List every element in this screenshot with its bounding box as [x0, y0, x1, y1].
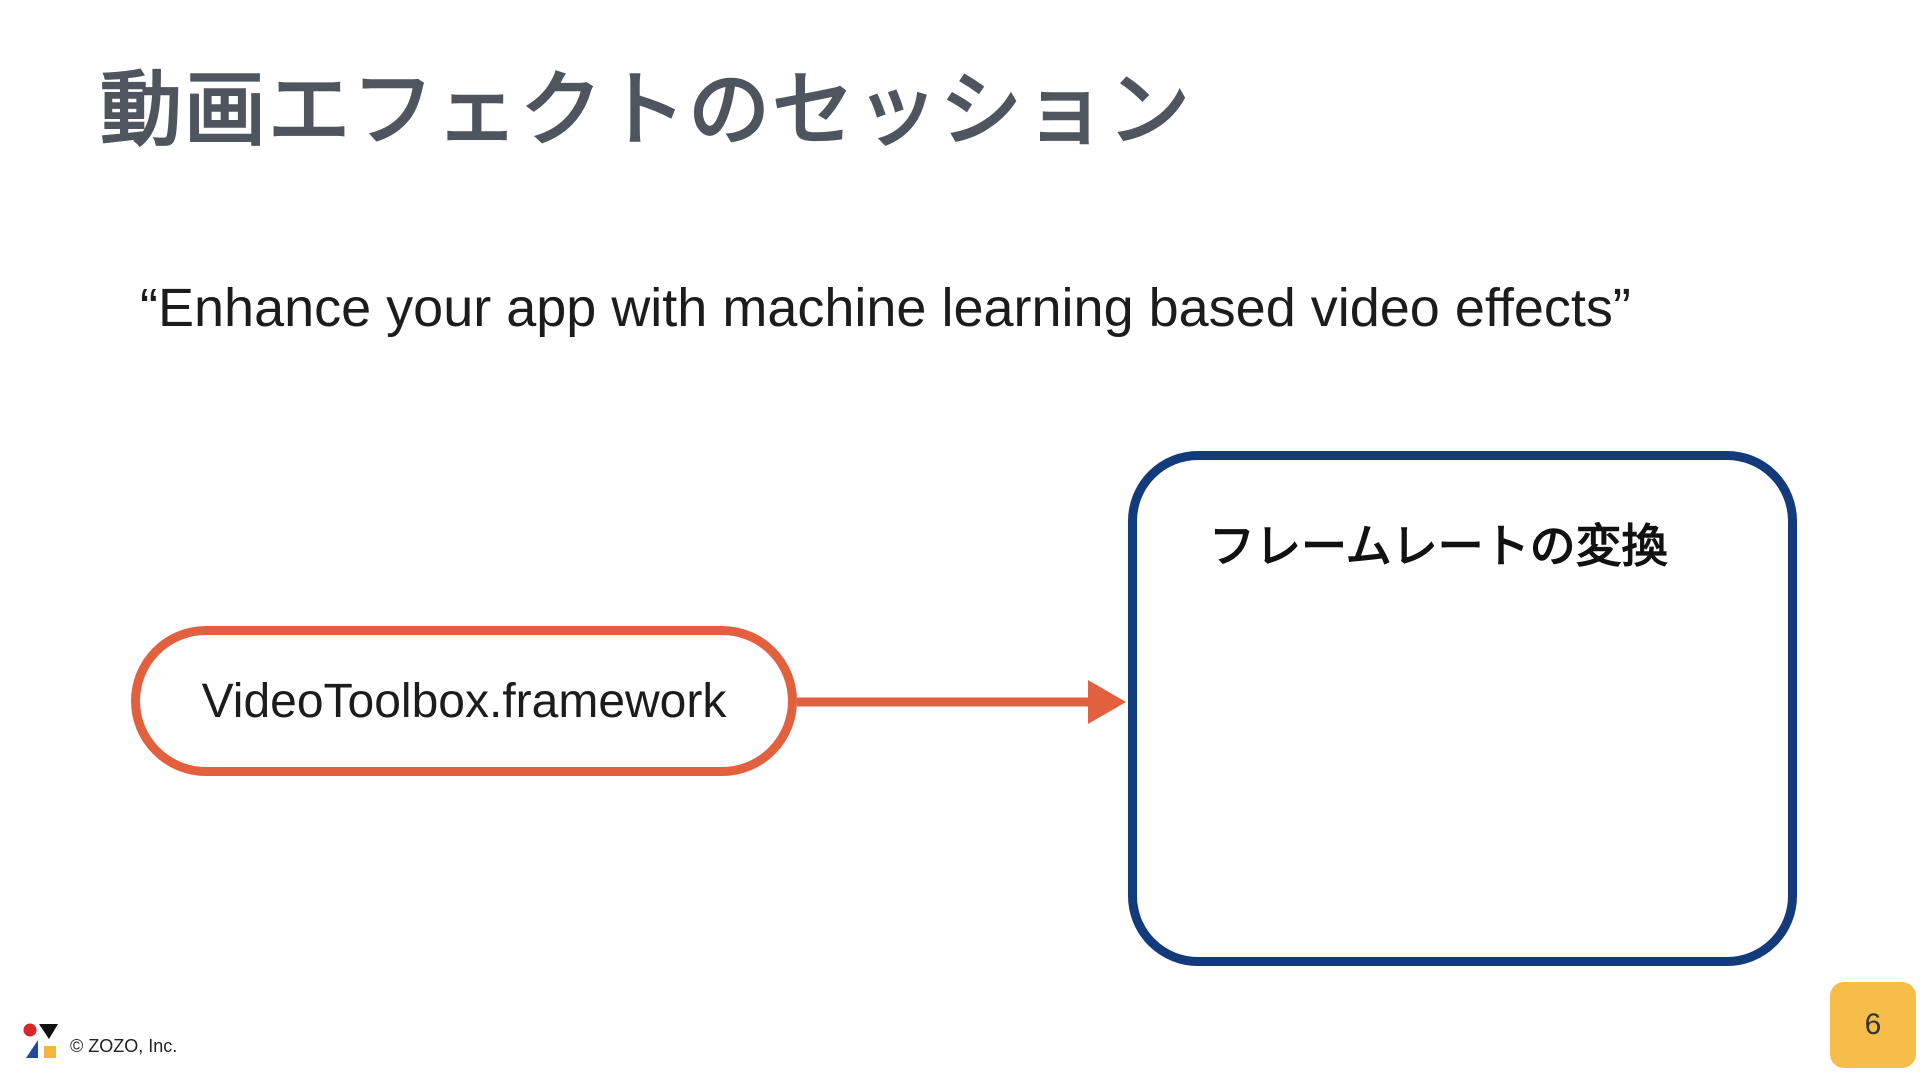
page-number: 6 — [1864, 1008, 1882, 1041]
frame-rate-conversion-box: フレームレートの変換 — [1128, 451, 1797, 966]
page-number-badge: 6 — [1830, 982, 1916, 1068]
frame-rate-conversion-label: フレームレートの変換 — [1209, 519, 1668, 573]
slide-title: 動画エフェクトのセッション — [100, 63, 1193, 158]
copyright-text: © ZOZO, Inc. — [70, 1036, 178, 1056]
arrow-head-icon — [1088, 680, 1126, 724]
framework-node-label: VideoToolbox.framework — [201, 674, 727, 728]
videotoolbox-framework-node: VideoToolbox.framework — [131, 626, 797, 776]
session-quote: “Enhance your app with machine learning … — [140, 278, 1631, 338]
zozo-logo-icon — [23, 1023, 58, 1058]
